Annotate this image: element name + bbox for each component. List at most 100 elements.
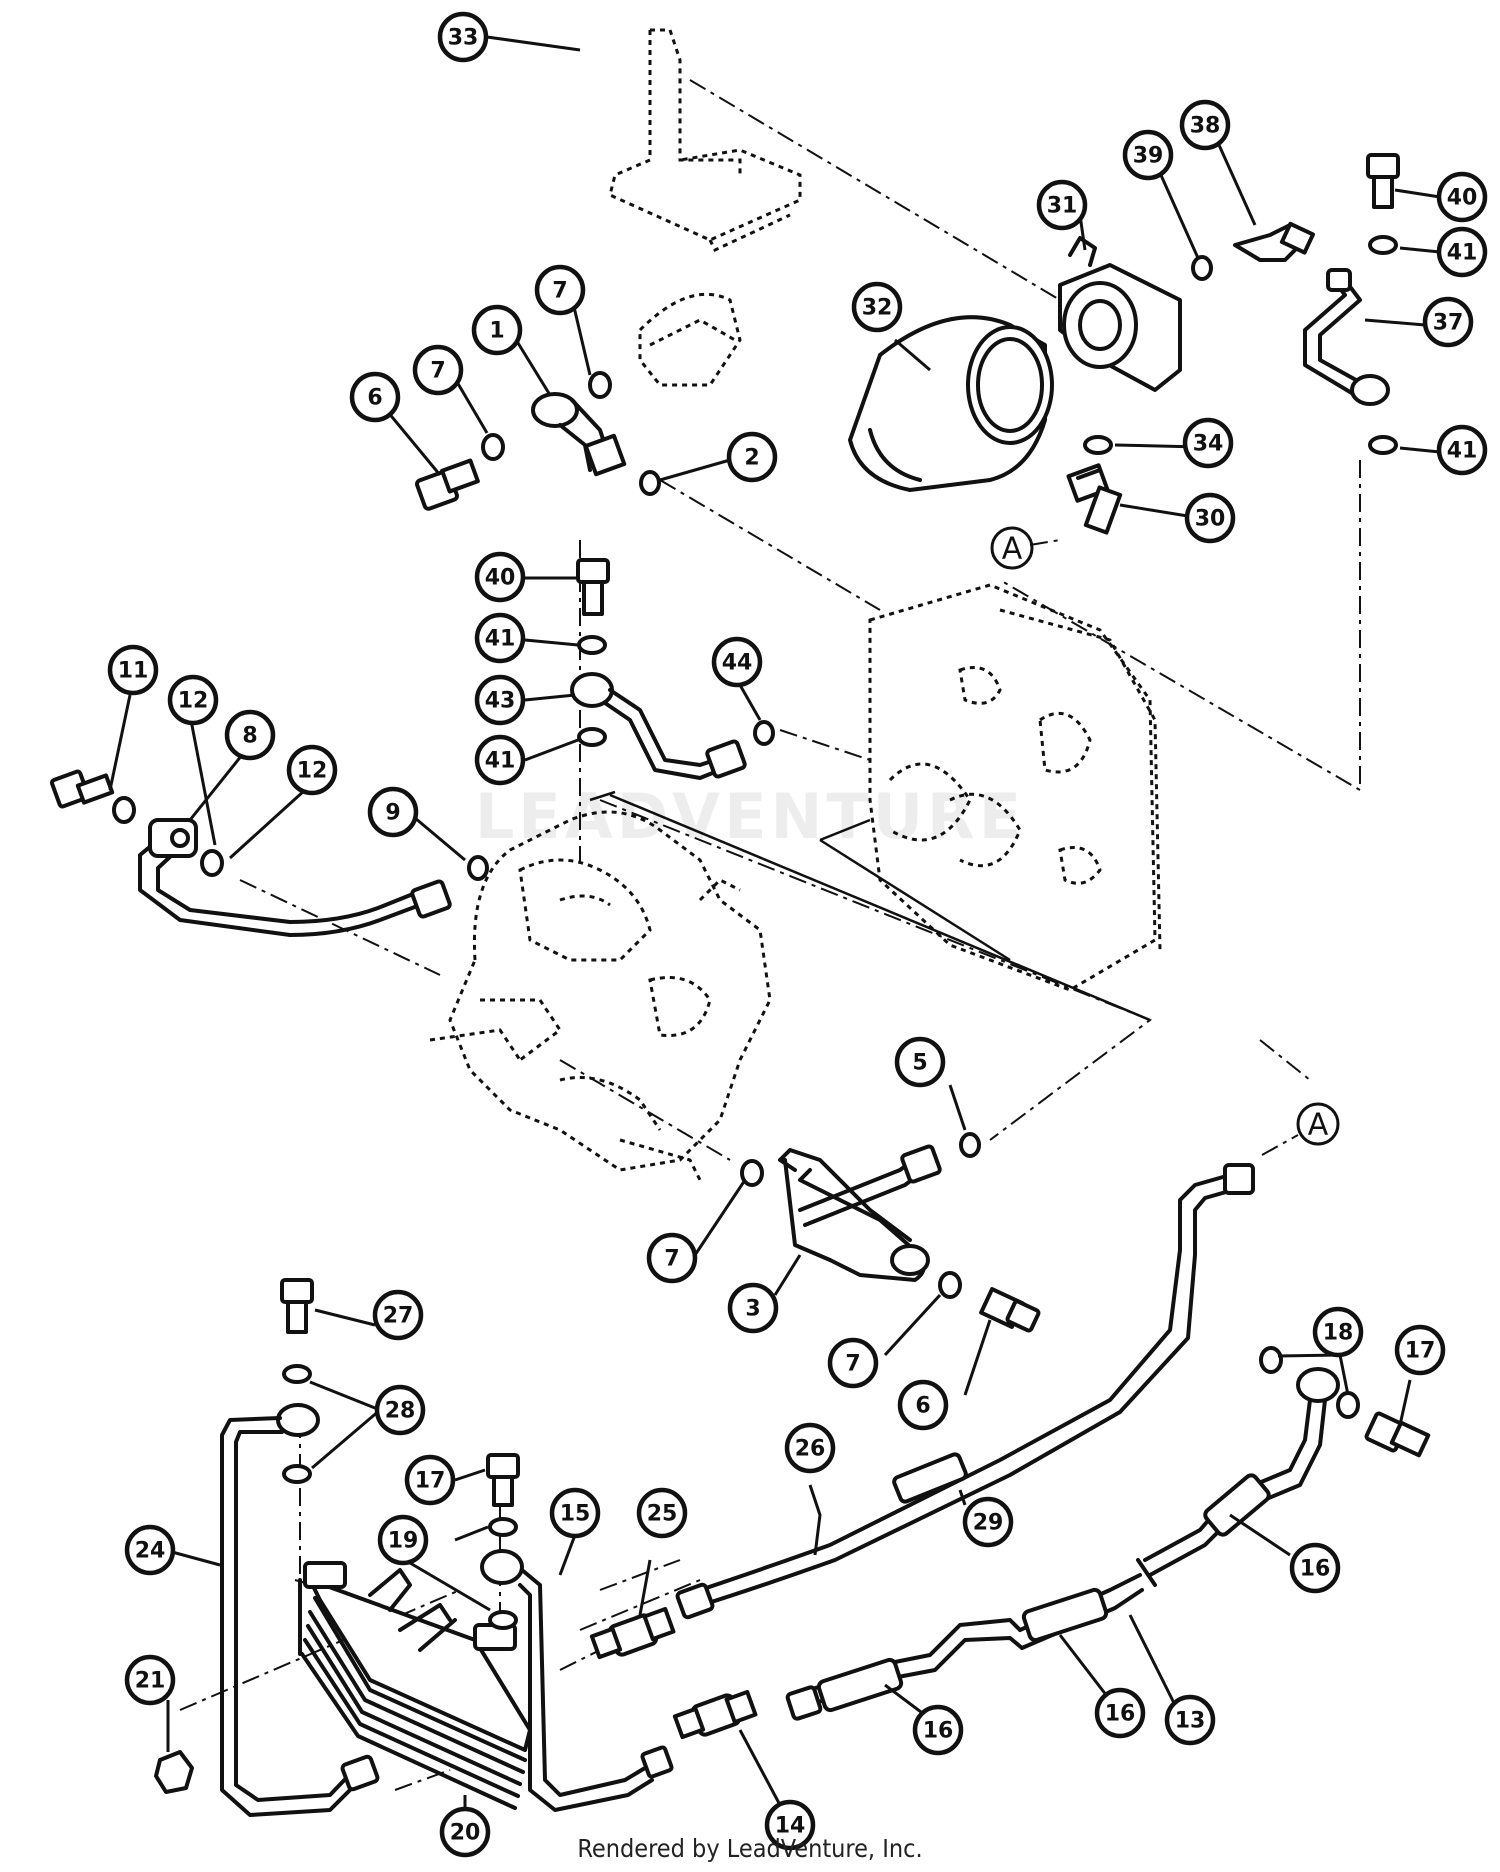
callout-33[interactable]: 33 [437, 11, 489, 63]
callout-32[interactable]: 32 [851, 281, 903, 333]
svg-text:39: 39 [1133, 144, 1164, 169]
svg-text:2: 2 [744, 446, 759, 471]
callout-5[interactable]: 5 [894, 1036, 946, 1088]
callout-16-right[interactable]: 16 [1289, 1542, 1341, 1594]
callout-17-right[interactable]: 17 [1394, 1324, 1446, 1376]
svg-text:40: 40 [485, 566, 516, 591]
bolt-6-bottom [979, 1287, 1041, 1333]
svg-text:7: 7 [845, 1352, 860, 1377]
callout-38[interactable]: 38 [1179, 99, 1231, 151]
callout-8[interactable]: 8 [224, 709, 276, 761]
svg-text:38: 38 [1190, 114, 1221, 139]
callout-14[interactable]: 14 [764, 1799, 816, 1851]
callout-37[interactable]: 37 [1422, 296, 1474, 348]
transaxle-phantom [429, 790, 1151, 1181]
callout-2[interactable]: 2 [726, 431, 778, 483]
svg-text:34: 34 [1193, 432, 1224, 457]
render-credit: Rendered by LeadVenture, Inc. [577, 1834, 923, 1863]
callout-17-mid[interactable]: 17 [404, 1454, 456, 1506]
callout-21[interactable]: 21 [124, 1654, 176, 1706]
svg-text:16: 16 [1105, 1702, 1136, 1727]
svg-text:12: 12 [178, 689, 209, 714]
callout-40-top[interactable]: 40 [1436, 171, 1488, 223]
nut-21 [154, 1750, 194, 1794]
callout-18[interactable]: 18 [1312, 1306, 1364, 1358]
callout-7-top-right[interactable]: 7 [534, 264, 586, 316]
callout-16-bottom-left[interactable]: 16 [912, 1704, 964, 1756]
callout-44[interactable]: 44 [711, 636, 763, 688]
callout-41-mid-top[interactable]: 41 [474, 612, 526, 664]
callout-15[interactable]: 15 [549, 1487, 601, 1539]
callout-31[interactable]: 31 [1036, 179, 1088, 231]
svg-text:12: 12 [297, 759, 328, 784]
callouts: 33 39 38 40 31 41 32 37 7 1 7 6 34 41 2 … [107, 11, 1488, 1858]
callout-34[interactable]: 34 [1182, 417, 1234, 469]
svg-text:30: 30 [1195, 507, 1226, 532]
reference-marker-a-bottom: A [1296, 1102, 1340, 1146]
callout-7-mid[interactable]: 7 [646, 1232, 698, 1284]
svg-text:27: 27 [383, 1304, 414, 1329]
fitting-14 [672, 1689, 758, 1740]
banjo-tube-37 [1303, 268, 1390, 406]
tube-26 [698, 1163, 1255, 1607]
callout-13[interactable]: 13 [1164, 1694, 1216, 1746]
svg-text:20: 20 [450, 1821, 481, 1846]
svg-text:41: 41 [1447, 241, 1478, 266]
callout-39[interactable]: 39 [1122, 129, 1174, 181]
callout-1[interactable]: 1 [471, 304, 523, 356]
callout-20[interactable]: 20 [439, 1806, 491, 1858]
callout-41-top[interactable]: 41 [1436, 226, 1488, 278]
callout-11[interactable]: 11 [107, 644, 159, 696]
svg-text:41: 41 [485, 749, 516, 774]
callout-40-mid[interactable]: 40 [474, 551, 526, 603]
svg-text:17: 17 [415, 1469, 446, 1494]
callout-41-mid-bottom[interactable]: 41 [474, 734, 526, 786]
callout-7-top-left[interactable]: 7 [412, 344, 464, 396]
reference-line-bottom [1261, 1134, 1299, 1156]
callout-3[interactable]: 3 [727, 1282, 779, 1334]
pump-phantom-top [638, 292, 742, 387]
svg-text:21: 21 [135, 1669, 166, 1694]
svg-text:17: 17 [1405, 1339, 1436, 1364]
callout-12-left[interactable]: 12 [167, 674, 219, 726]
svg-text:41: 41 [485, 627, 516, 652]
tube-15 [480, 1549, 674, 1812]
svg-text:7: 7 [430, 359, 445, 384]
bolt-11 [49, 769, 115, 809]
callout-7-bottom[interactable]: 7 [827, 1337, 879, 1389]
callout-24[interactable]: 24 [124, 1524, 176, 1576]
leader-lines [108, 35, 1441, 1810]
callout-9[interactable]: 9 [367, 786, 419, 838]
callout-12-right[interactable]: 12 [286, 744, 338, 796]
oil-cooler [298, 1561, 532, 1810]
callout-30[interactable]: 30 [1184, 492, 1236, 544]
callout-29[interactable]: 29 [962, 1496, 1014, 1548]
svg-text:37: 37 [1433, 311, 1464, 336]
svg-text:16: 16 [923, 1719, 954, 1744]
callout-27[interactable]: 27 [372, 1289, 424, 1341]
bolt-17-mid [486, 1453, 520, 1507]
callout-6-top[interactable]: 6 [349, 371, 401, 423]
svg-text:3: 3 [745, 1297, 760, 1322]
callout-16-bottom-right[interactable]: 16 [1094, 1687, 1146, 1739]
callout-6-bottom[interactable]: 6 [897, 1379, 949, 1431]
svg-text:6: 6 [915, 1394, 930, 1419]
svg-text:11: 11 [118, 659, 149, 684]
callout-19[interactable]: 19 [377, 1514, 429, 1566]
banjo-bolt-6-top [415, 458, 480, 511]
svg-text:43: 43 [485, 689, 516, 714]
callout-41-right[interactable]: 41 [1436, 424, 1488, 476]
svg-text:26: 26 [795, 1437, 826, 1462]
callout-28[interactable]: 28 [374, 1384, 426, 1436]
callout-43[interactable]: 43 [474, 674, 526, 726]
bolt-17-right [1364, 1411, 1431, 1458]
svg-text:7: 7 [664, 1247, 679, 1272]
callout-25[interactable]: 25 [636, 1487, 688, 1539]
svg-text:13: 13 [1175, 1709, 1206, 1734]
reference-label: A [1002, 532, 1023, 567]
svg-text:6: 6 [367, 386, 382, 411]
callout-26[interactable]: 26 [784, 1422, 836, 1474]
tube-8 [138, 818, 452, 937]
banjo-tube-43 [570, 672, 747, 780]
